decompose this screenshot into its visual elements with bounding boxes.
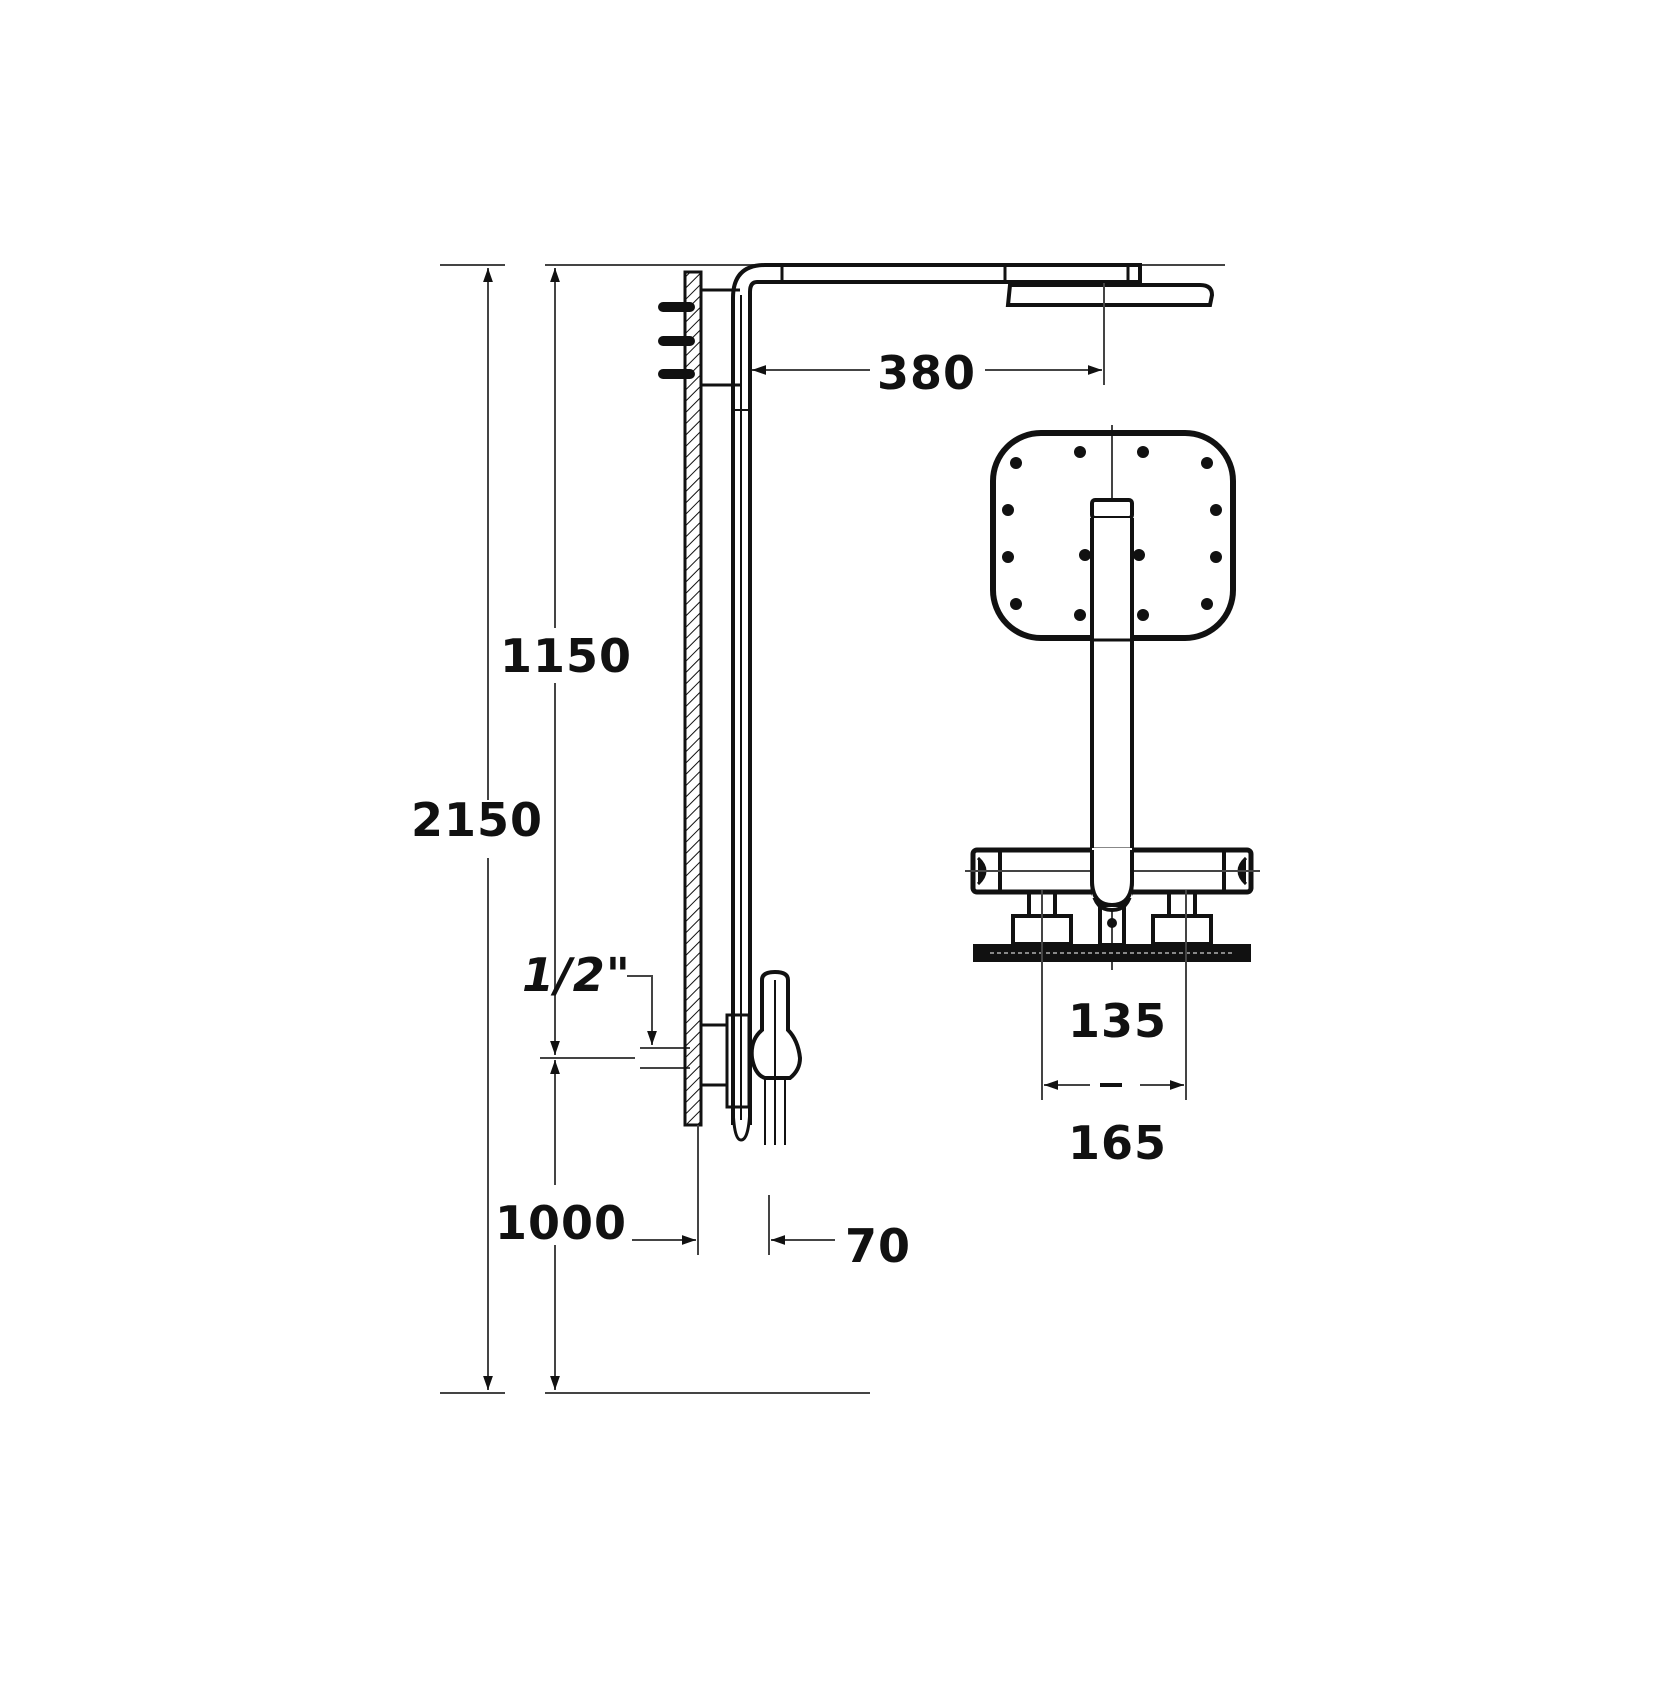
wall-anchors	[658, 302, 695, 379]
label-inlet-height: 1000	[495, 1196, 628, 1250]
mixer-handle-side	[749, 969, 803, 1080]
label-inlet-spacing-max: 165	[1068, 1116, 1168, 1170]
shower-head-side	[1005, 283, 1215, 307]
mixer-connector	[699, 1023, 729, 1087]
label-total-height: 2150	[411, 793, 544, 847]
label-wall-distance: 70	[845, 1219, 912, 1273]
label-column-height: 1150	[500, 629, 633, 683]
riser-pipe	[731, 263, 1142, 1125]
thread-leader-line	[627, 975, 657, 1045]
side-view	[440, 263, 1225, 1394]
label-inlet-spacing-min: 135	[1068, 994, 1168, 1048]
wall-plate	[683, 270, 703, 1127]
label-thread-size: 1/2"	[522, 948, 631, 1002]
shower-nozzles	[1002, 446, 1222, 621]
front-view	[965, 425, 1260, 1100]
label-arm-projection: 380	[877, 346, 977, 400]
